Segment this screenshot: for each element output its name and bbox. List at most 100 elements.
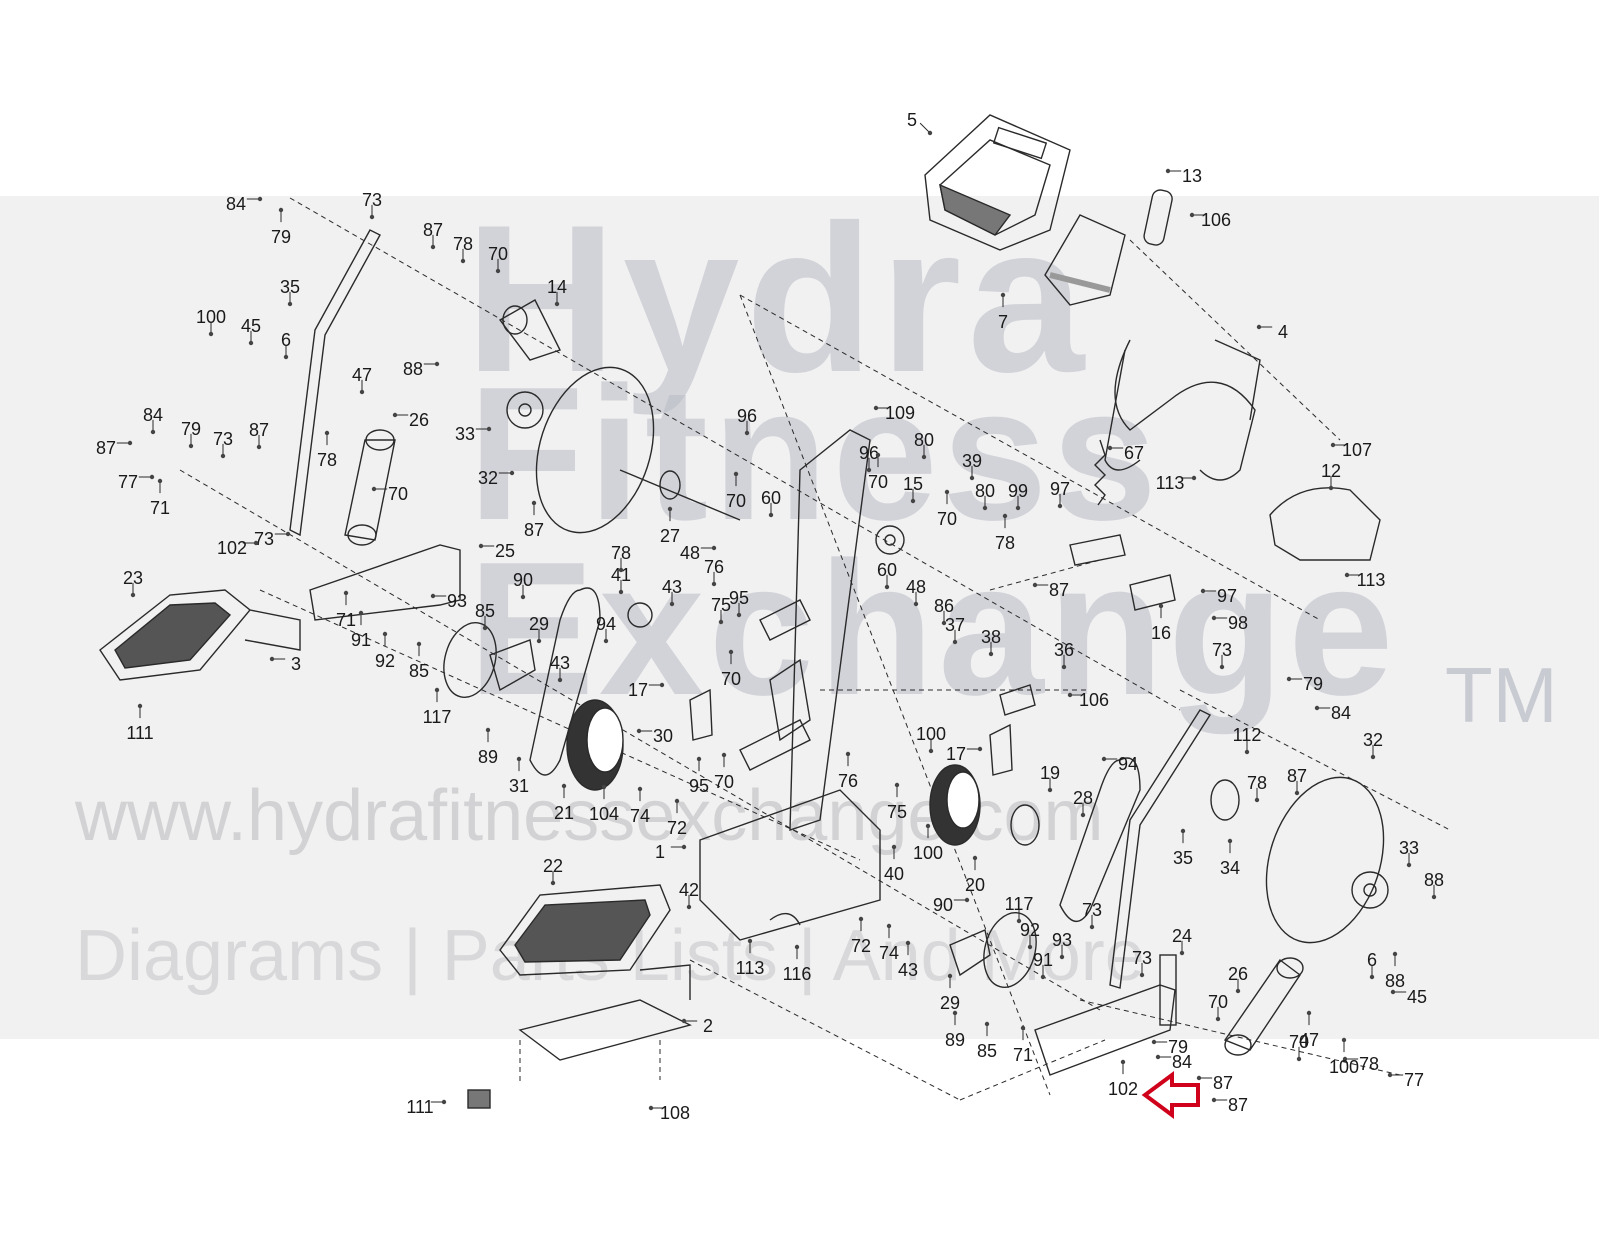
callout-target-dot <box>460 258 466 264</box>
callout-76: 76 <box>704 557 724 587</box>
callout-target-dot <box>287 301 293 307</box>
callout-label: 1 <box>655 842 665 862</box>
callout-109: 109 <box>873 403 915 423</box>
callout-label: 73 <box>213 429 233 449</box>
callout-20: 20 <box>965 855 985 895</box>
callout-label: 71 <box>336 610 356 630</box>
callout-label: 106 <box>1079 690 1109 710</box>
callout-label: 14 <box>547 277 567 297</box>
bracket-part-2 <box>518 964 692 1061</box>
callout-117: 117 <box>423 687 451 727</box>
callout-label: 78 <box>995 533 1015 553</box>
callout-label: 75 <box>887 802 907 822</box>
callout-target-dot <box>686 904 692 910</box>
callout-label: 23 <box>123 568 143 588</box>
callout-label: 38 <box>981 627 1001 647</box>
callout-target-dot <box>1200 588 1206 594</box>
callout-target-dot <box>1215 1016 1221 1022</box>
callout-113: 113 <box>1156 473 1197 493</box>
callout-label: 47 <box>352 365 372 385</box>
callout-label: 72 <box>667 818 687 838</box>
callout-label: 17 <box>628 680 648 700</box>
callout-label: 74 <box>879 943 899 963</box>
callout-100: 100 <box>913 823 943 863</box>
callout-label: 73 <box>1212 640 1232 660</box>
callout-88: 88 <box>1424 870 1444 900</box>
callout-40: 40 <box>884 844 904 884</box>
callout-70: 70 <box>488 244 508 274</box>
callout-target-dot <box>1002 513 1008 519</box>
callout-target-dot <box>667 506 673 512</box>
callout-17: 17 <box>628 680 665 700</box>
callout-label: 74 <box>630 806 650 826</box>
callout-33: 33 <box>455 424 492 444</box>
callout-label: 111 <box>126 723 153 743</box>
callout-42: 42 <box>679 880 699 910</box>
callout-label: 32 <box>1363 730 1383 750</box>
callout-77: 77 <box>118 472 155 492</box>
callout-label: 43 <box>662 577 682 597</box>
crank-part-26-left <box>344 429 396 546</box>
callout-label: 100 <box>916 724 946 744</box>
callout-47: 47 <box>1299 1010 1319 1050</box>
callout-17: 17 <box>946 744 983 764</box>
callout-label: 84 <box>1172 1052 1192 1072</box>
pedal-part-22 <box>499 884 671 976</box>
callout-label: 88 <box>1385 971 1405 991</box>
callout-target-dot <box>478 543 484 549</box>
callout-91: 91 <box>1033 950 1053 980</box>
callout-label: 28 <box>1073 788 1093 808</box>
callout-95: 95 <box>729 588 749 618</box>
callout-label: 37 <box>945 615 965 635</box>
pedal-part-23 <box>99 589 301 681</box>
callout-target-dot <box>1047 787 1053 793</box>
callout-label: 95 <box>689 776 709 796</box>
callout-102: 102 <box>1108 1059 1138 1099</box>
callout-70: 70 <box>714 752 734 792</box>
callout-label: 88 <box>403 359 423 379</box>
endcap-part-111 <box>467 1089 491 1109</box>
callout-87: 87 <box>96 438 133 458</box>
callout-label: 102 <box>217 538 247 558</box>
callout-label: 78 <box>1359 1054 1379 1074</box>
callout-label: 36 <box>1054 640 1074 660</box>
caliper-part-16 <box>1069 534 1176 611</box>
callout-label: 87 <box>96 438 116 458</box>
callout-label: 107 <box>1342 440 1372 460</box>
callout-target-dot <box>1032 582 1038 588</box>
callout-target-dot <box>127 440 133 446</box>
callout-15: 15 <box>903 474 923 504</box>
callout-target-dot <box>733 471 739 477</box>
callout-1: 1 <box>655 842 687 862</box>
callout-label: 78 <box>1247 773 1267 793</box>
handlebar-part-4 <box>1104 339 1261 481</box>
callout-target-dot <box>188 443 194 449</box>
callout-target-dot <box>441 1099 447 1105</box>
callout-78: 78 <box>453 234 473 264</box>
callout-93: 93 <box>1052 930 1072 960</box>
link-part-25 <box>309 544 461 621</box>
crank-part-26-right <box>1223 957 1304 1056</box>
callout-label: 87 <box>524 520 544 540</box>
spring-part-67 <box>1094 439 1106 506</box>
callout-97: 97 <box>1050 479 1070 509</box>
callout-target-dot <box>561 783 567 789</box>
callout-target-dot <box>392 412 398 418</box>
callout-target-dot <box>208 331 214 337</box>
callout-target-dot <box>1254 797 1260 803</box>
hub-part-33-right <box>1351 871 1389 909</box>
callout-41: 41 <box>611 565 631 595</box>
callout-79: 79 <box>181 419 201 449</box>
watermark-brand-fitness: Fitness <box>468 348 1162 560</box>
callout-target-dot <box>637 786 643 792</box>
watermark-trademark: TM <box>1445 651 1558 739</box>
callout-label: 43 <box>898 960 918 980</box>
belt-part-28 <box>1059 757 1141 922</box>
callout-label: 89 <box>945 1030 965 1050</box>
callout-target-dot <box>253 540 259 546</box>
callout-80: 80 <box>975 481 995 511</box>
callout-75: 75 <box>711 595 731 625</box>
callout-label: 70 <box>488 244 508 264</box>
callout-38: 38 <box>981 627 1001 657</box>
